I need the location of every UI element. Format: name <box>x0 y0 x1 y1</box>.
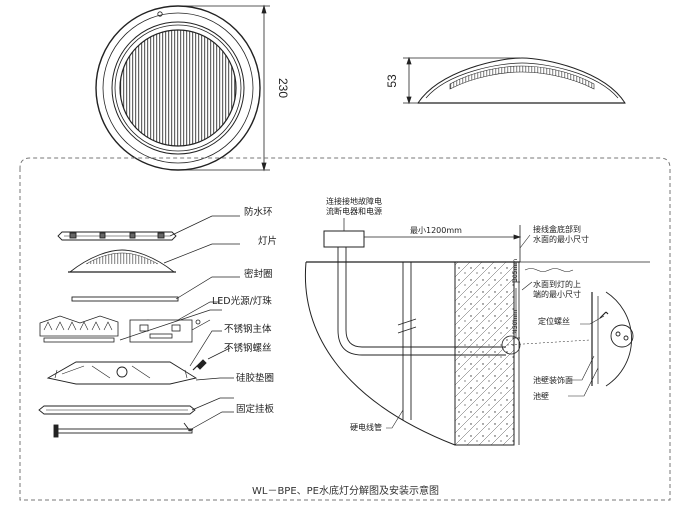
height-value: 53 <box>385 74 399 88</box>
diameter-dimension <box>182 4 270 172</box>
detail-leaders <box>519 234 605 397</box>
label-305mm: 305mm <box>512 258 519 282</box>
exploded-leaders <box>119 215 240 432</box>
screw-part <box>192 359 207 371</box>
min-distance-dimension <box>364 225 522 262</box>
label-junction-1: 接线盒底部到 <box>533 225 581 234</box>
diameter-value: 230 <box>276 78 290 98</box>
detail-link <box>506 339 591 346</box>
label-junction-2: 水面的最小尺寸 <box>533 235 589 244</box>
mounting-bracket-part <box>53 422 194 438</box>
detail-frame <box>19 157 671 501</box>
soil-boundary <box>304 261 456 446</box>
label-gasket: 硅胶垫圈 <box>236 373 275 384</box>
label-surface-2: 端的最小尺寸 <box>533 290 581 299</box>
top-view-lamp <box>95 5 261 171</box>
caption: WL－BPE、PE水底灯分解图及安装示意图 <box>251 486 440 497</box>
waterproof-ring-part <box>57 231 177 241</box>
conduit-leader <box>386 409 404 429</box>
stainless-body-part <box>46 361 198 385</box>
label-seal-ring: 密封圈 <box>244 269 273 280</box>
label-stainless-body: 不锈钢主体 <box>224 324 272 335</box>
pool-wall <box>454 261 515 446</box>
label-connect-1: 连接接地故障电 <box>326 197 382 206</box>
junction-box <box>323 230 365 248</box>
conduit-pipes <box>337 247 506 420</box>
led-board-part <box>39 315 201 343</box>
label-wall: 池壁 <box>533 392 549 401</box>
label-lens: 灯片 <box>258 236 278 247</box>
label-trim: 池壁装饰面 <box>533 376 573 385</box>
label-conduit: 硬电线管 <box>350 423 382 432</box>
label-min-distance: 最小1200mm <box>410 226 462 235</box>
side-view-lamp <box>417 57 626 104</box>
label-led: LED光源/灯珠 <box>212 296 272 307</box>
label-screw: 不锈钢螺丝 <box>224 343 272 354</box>
vertical-dimensions <box>512 262 520 339</box>
water-wave <box>524 268 574 272</box>
height-dimension <box>403 56 520 105</box>
seal-ring-part <box>71 296 179 302</box>
label-bracket: 固定挂板 <box>236 404 275 415</box>
label-locating-screw: 定位螺丝 <box>538 317 570 326</box>
lens-part <box>68 249 176 273</box>
label-waterproof-ring: 防水环 <box>244 207 273 218</box>
detail-view <box>591 291 634 387</box>
label-surface-1: 水面到灯的上 <box>533 280 581 289</box>
lamp-position-circle <box>501 335 521 355</box>
gasket-part <box>38 405 196 415</box>
label-450mm: 450mm <box>512 309 519 333</box>
label-connect-2: 流断电器和电源 <box>326 207 382 216</box>
